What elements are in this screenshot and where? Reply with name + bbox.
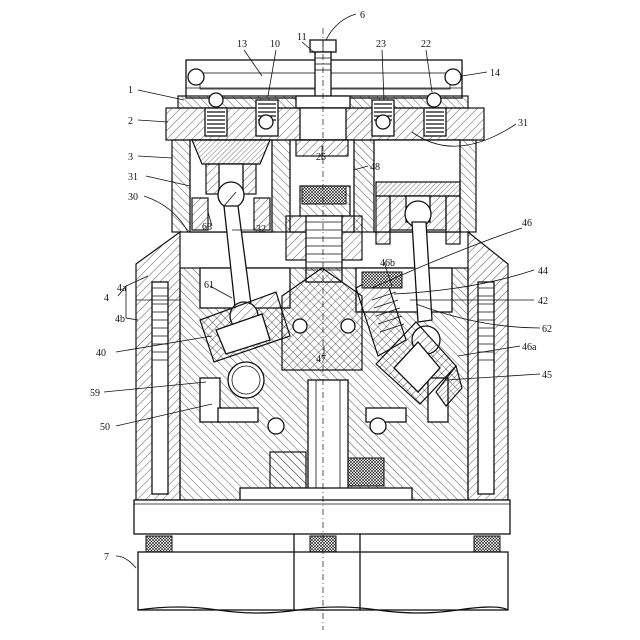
label-6: 6 <box>360 10 365 21</box>
label-46a: 46a <box>522 342 537 353</box>
label-32: 32 <box>256 224 266 235</box>
label-59: 59 <box>90 388 100 399</box>
label-1: 1 <box>128 85 133 96</box>
label-14: 14 <box>490 68 500 79</box>
label-22: 22 <box>421 39 431 50</box>
round-port-59 <box>228 362 264 398</box>
label-45: 45 <box>542 370 552 381</box>
label-7: 7 <box>104 552 109 563</box>
label-4: 4 <box>104 293 109 304</box>
label-42: 42 <box>538 296 548 307</box>
label-31-right: 31 <box>518 118 528 129</box>
label-23: 23 <box>376 39 386 50</box>
label-10: 10 <box>270 39 280 50</box>
base-plate <box>134 500 510 552</box>
label-25: 25 <box>316 152 326 163</box>
label-4b: 4b <box>115 314 125 325</box>
ball-bearing-left <box>188 69 204 85</box>
label-61: 61 <box>204 280 214 291</box>
label-3: 3 <box>128 152 133 163</box>
label-13: 13 <box>237 39 247 50</box>
label-11: 11 <box>297 32 307 43</box>
label-31-left: 31 <box>128 172 138 183</box>
label-2: 2 <box>128 116 133 127</box>
label-44: 44 <box>538 266 548 277</box>
label-40: 40 <box>96 348 106 359</box>
label-30: 30 <box>128 192 138 203</box>
label-62: 62 <box>542 324 552 335</box>
label-46b: 46b <box>380 258 395 269</box>
label-48: 48 <box>370 162 380 173</box>
label-50: 50 <box>100 422 110 433</box>
label-4a: 4a <box>117 283 127 294</box>
ball-bearing-right <box>445 69 461 85</box>
label-47: 47 <box>316 354 326 365</box>
label-46: 46 <box>522 218 532 229</box>
label-63: 63 <box>202 222 212 233</box>
